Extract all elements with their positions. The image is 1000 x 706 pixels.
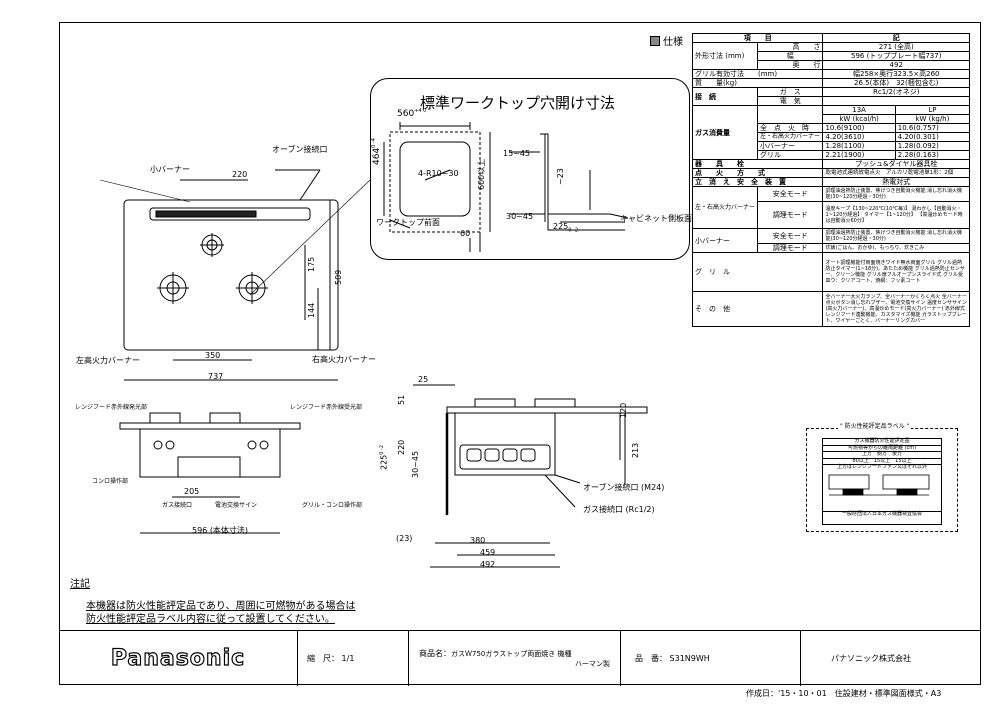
part-cell: 品 番： S31N9WH bbox=[621, 631, 801, 686]
spec-heading: 仕様 bbox=[650, 36, 683, 48]
cutout-panel bbox=[370, 78, 690, 260]
dim-205: 205 bbox=[184, 487, 200, 496]
cutout-rect bbox=[399, 141, 471, 217]
fire-label-title: " 防火性能評定品ラベル " bbox=[838, 423, 912, 431]
dim-144: 144 bbox=[307, 302, 316, 318]
dim-380: 380 bbox=[470, 536, 486, 545]
right-knob-icon bbox=[247, 440, 257, 450]
front-view bbox=[119, 412, 301, 534]
grill-chamber bbox=[459, 444, 551, 470]
dim-350: 350 bbox=[205, 351, 221, 360]
note-line-2: 防火性能評定品ラベル内容に従って設置してください。 bbox=[86, 614, 335, 625]
dim-492: 492 bbox=[480, 560, 496, 569]
square-icon bbox=[650, 36, 660, 46]
side-top-plate bbox=[446, 406, 648, 414]
dim-175: 175 bbox=[307, 256, 316, 272]
dim-30-45-side: 30~45 bbox=[411, 450, 420, 478]
dim-25: 25 bbox=[418, 375, 429, 384]
worktop-front-label: ワークトップ前面 bbox=[376, 218, 440, 227]
side-body bbox=[454, 412, 556, 476]
side-view bbox=[413, 384, 648, 568]
cutout-title: 標準ワークトップ穴開け寸法 bbox=[420, 94, 616, 112]
hood-emitter-label: レンジフード赤外線発光部 bbox=[75, 404, 148, 411]
dim-30-45: 30~45 bbox=[506, 212, 534, 221]
dim-51: 51 bbox=[397, 394, 406, 405]
note-line-1: 本機器は防火性能評定品であり、周囲に可燃物がある場合は bbox=[86, 601, 356, 612]
cabinet-label: キャビネット側板面 bbox=[620, 214, 692, 223]
left-knob-icon bbox=[153, 440, 163, 450]
dim-120: 120 bbox=[619, 402, 628, 418]
depth-600: 600以上 bbox=[477, 158, 486, 190]
grill-control-label: グリル・コンロ操作部 bbox=[302, 502, 363, 509]
right-burner-icon bbox=[236, 272, 268, 304]
left-burner-label: 左高火力バーナー bbox=[76, 356, 140, 365]
panasonic-logo: Panasonic bbox=[110, 645, 246, 671]
far-right-knob-icon bbox=[259, 440, 269, 450]
dim-23-side: (23) bbox=[396, 534, 413, 543]
company-cell: パナソニック株式会社 bbox=[831, 654, 911, 663]
small-burner-label: 小バーナー bbox=[150, 165, 190, 174]
corner-radius: 4-R10~30 bbox=[418, 169, 459, 178]
dim-596: 596 (本体寸法) bbox=[192, 526, 249, 535]
small-burner-icon bbox=[200, 233, 224, 257]
right-burner-label: 右高火力バーナー bbox=[312, 355, 376, 364]
plan-view bbox=[100, 169, 371, 381]
left-burner-icon bbox=[157, 272, 189, 304]
hood-receiver-label: レンジフード赤外線受光部 bbox=[290, 404, 363, 411]
dim-213: 213 bbox=[631, 442, 640, 458]
battery-sign-label: 電池交換サイン bbox=[215, 502, 258, 509]
dim-220: 220 bbox=[232, 170, 248, 179]
dim-509: 509 bbox=[334, 269, 343, 285]
title-block: Panasonic 縮 尺： 1/1 商品名：ガスＷ750ガラストップ両面焼き … bbox=[59, 630, 981, 686]
dim-15-45: 15~45 bbox=[503, 149, 531, 158]
product-cell: 商品名：ガスＷ750ガラストップ両面焼き 機種 ハーマン製 bbox=[409, 631, 621, 686]
gas-port-label: ガス接続口 bbox=[162, 502, 193, 509]
cutout-width: 560+4 0 bbox=[397, 108, 427, 119]
dim-737: 737 bbox=[208, 372, 224, 381]
scale-cell: 縮 尺： 1/1 bbox=[297, 631, 409, 686]
fire-label-card: ガス機器防火性能評定品 可燃物等からの離隔距離 (cm) 上方 側方 後方 80… bbox=[822, 438, 942, 525]
sheet-border bbox=[59, 22, 981, 685]
gas-conn-label: ガス接続口 (Rc1/2) bbox=[583, 505, 655, 514]
dim-23: ~23 bbox=[556, 168, 565, 185]
center-knob-icon bbox=[165, 440, 175, 450]
stove-control-label: コンロ操作部 bbox=[92, 478, 129, 485]
oven-port-label: オーブン接続口 bbox=[272, 145, 328, 154]
dim-225: 2250 -2 bbox=[553, 222, 579, 234]
glass-top bbox=[119, 422, 301, 430]
note-title: 注記 bbox=[70, 579, 90, 590]
top-plate bbox=[123, 199, 339, 351]
footer-date: 作成日：'15・10・01 住設建材・標準図面様式・A3 bbox=[746, 689, 942, 698]
worktop-outline bbox=[389, 131, 481, 233]
body bbox=[139, 428, 281, 478]
dim-225-side: 2250 -2 bbox=[379, 444, 389, 470]
clearance-diagram bbox=[828, 474, 930, 495]
trivets bbox=[149, 412, 241, 423]
logo-cell: Panasonic bbox=[59, 631, 298, 686]
cutout-drawing bbox=[383, 122, 629, 252]
spec-table: 項 目 記 外形寸法 (mm) 高 さ 271 (全高) 幅 596 (トップブ… bbox=[691, 33, 971, 327]
dim-60: 60 bbox=[460, 229, 471, 238]
grill-door bbox=[177, 456, 241, 478]
grill-vent bbox=[149, 207, 311, 221]
dim-459: 459 bbox=[480, 548, 496, 557]
dim-220-side: 220 bbox=[397, 439, 406, 455]
oven-conn-label: オーブン接続口 (M24) bbox=[583, 483, 665, 492]
